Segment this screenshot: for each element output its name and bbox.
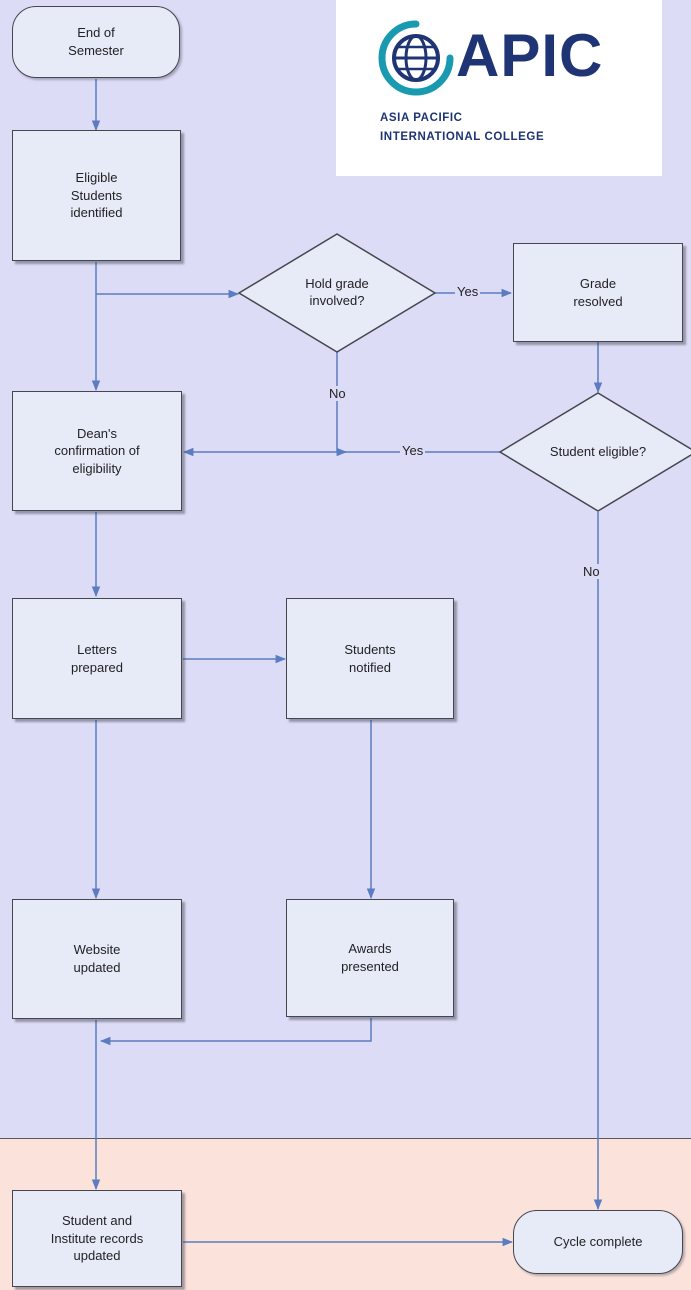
node-letters-prepared: Letters prepared <box>12 598 182 719</box>
node-cycle-complete: Cycle complete <box>513 1210 683 1274</box>
node-deans-confirmation: Dean's confirmation of eligibility <box>12 391 182 511</box>
node-eligible-students-identified: Eligible Students identified <box>12 130 181 261</box>
node-awards-presented: Awards presented <box>286 899 454 1017</box>
edge-label-hold-yes: Yes <box>455 284 481 299</box>
edge-label-hold-no: No <box>327 386 348 401</box>
node-students-notified: Students notified <box>286 598 454 719</box>
node-end-of-semester: End of Semester <box>12 6 180 78</box>
edge-label-eligible-no: No <box>581 564 602 579</box>
node-records-updated: Student and Institute records updated <box>12 1190 182 1287</box>
apic-logo: APIC ASIA PACIFIC INTERNATIONAL COLLEGE <box>336 0 662 176</box>
logo-wordmark: APIC <box>456 22 604 89</box>
logo-line-1: ASIA PACIFIC <box>380 112 463 124</box>
edge-label-eligible-yes: Yes <box>400 443 426 458</box>
logo-line-2: INTERNATIONAL COLLEGE <box>380 131 545 143</box>
node-student-eligible: Student eligible? <box>549 443 647 459</box>
node-hold-grade-involved: Hold grade involved? <box>305 276 369 308</box>
globe-logo-icon <box>378 20 454 96</box>
node-grade-resolved: Grade resolved <box>513 243 683 342</box>
edge-hold-no <box>336 352 348 457</box>
decision-hold-grade-shape <box>237 233 437 353</box>
decision-student-eligible-shape <box>498 392 691 512</box>
node-website-updated: Website updated <box>12 899 182 1019</box>
edge-awards-to-website <box>99 1018 372 1046</box>
